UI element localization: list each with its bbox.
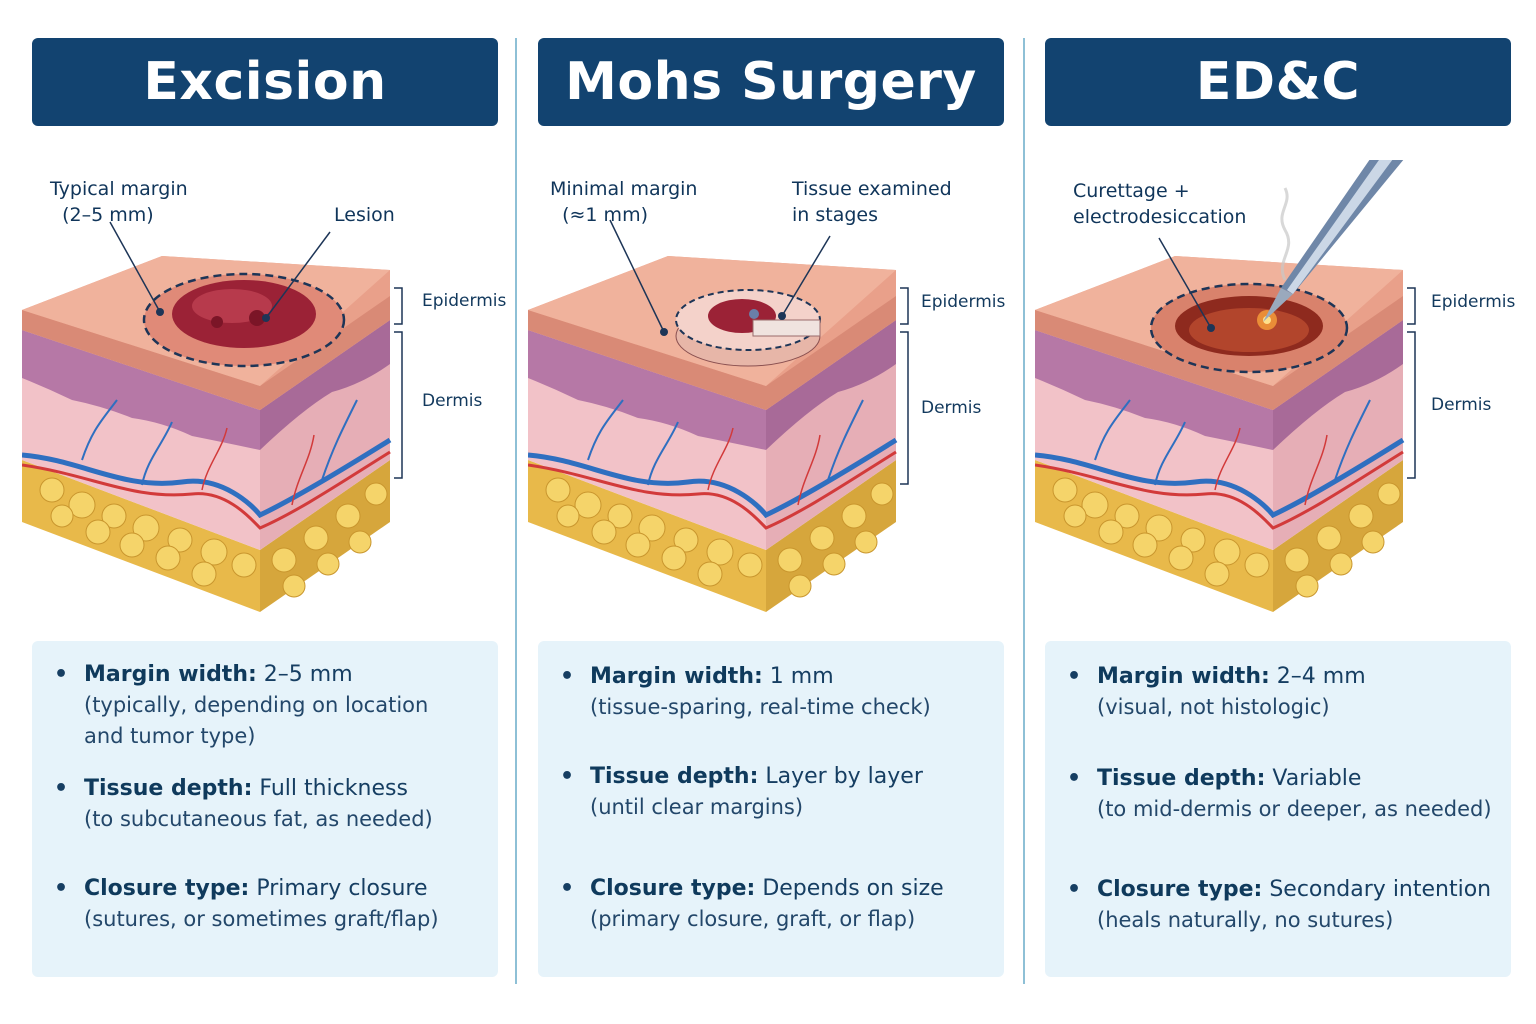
electrocautery-probe-icon — [1263, 160, 1404, 322]
label-epidermis: Epidermis — [1431, 292, 1516, 312]
info-box: • Margin width: 2–4 mm (visual, not hist… — [1045, 641, 1511, 977]
label-epidermis: Epidermis — [422, 291, 507, 311]
column-divider-2 — [1023, 38, 1025, 984]
label-dermis: Dermis — [422, 391, 483, 411]
info-box: • Margin width: 1 mm (tissue-sparing, re… — [538, 641, 1004, 977]
column-edc: ED&C Curettage +electrodesiccation Epide… — [1045, 0, 1515, 1024]
callout-curettage: Curettage +electrodesiccation — [1073, 180, 1247, 228]
column-excision: Excision Typical margin (2–5 mm) Lesion … — [32, 0, 506, 1024]
callout-typical-margin: Typical margin (2–5 mm) — [50, 178, 188, 226]
skin-block-illustration — [22, 221, 403, 630]
column-divider-1 — [515, 38, 517, 984]
skin-block-illustration — [528, 219, 909, 630]
label-dermis: Dermis — [1431, 395, 1492, 415]
label-epidermis: Epidermis — [921, 292, 1006, 312]
column-mohs-surgery: Mohs Surgery Minimal margin (≈1 mm) Tiss… — [538, 0, 1006, 1024]
callout-minimal-margin: Minimal margin (≈1 mm) — [550, 178, 698, 226]
callout-lesion: Lesion — [334, 204, 395, 226]
column-title: ED&C — [1045, 38, 1511, 126]
label-dermis: Dermis — [921, 398, 982, 418]
column-title: Mohs Surgery — [538, 38, 1004, 126]
info-box: • Margin width: 2–5 mm (typically, depen… — [32, 641, 498, 977]
skin-block-illustration — [1035, 160, 1416, 630]
column-title: Excision — [32, 38, 498, 126]
smoke-icon — [1280, 187, 1291, 281]
